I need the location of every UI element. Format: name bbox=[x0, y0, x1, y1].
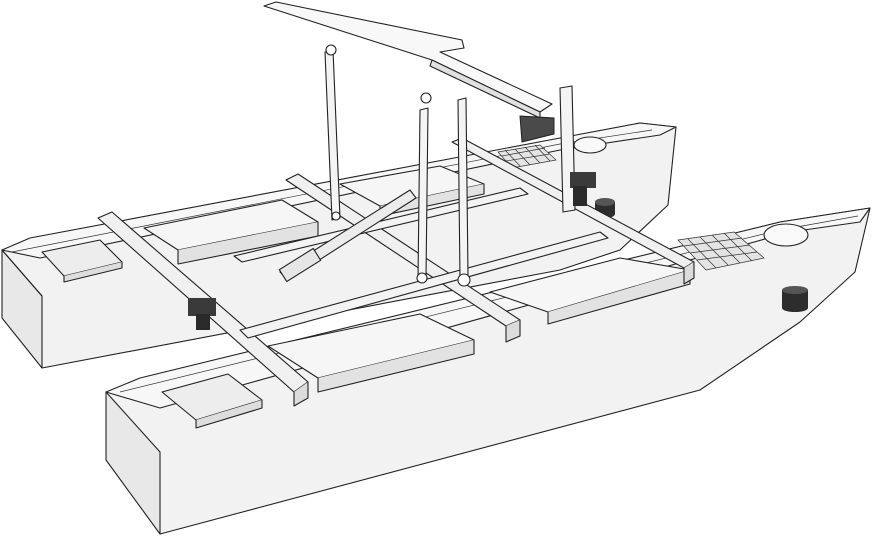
right-mesh-panel bbox=[677, 231, 765, 271]
servo-motor-right bbox=[570, 172, 596, 206]
right-bow-hatch bbox=[763, 223, 809, 247]
deck-plates bbox=[143, 165, 691, 393]
right-sensor-cylinder bbox=[782, 286, 808, 312]
mast-posts bbox=[324, 44, 576, 287]
linear-actuator bbox=[278, 189, 417, 283]
servo-motor-left bbox=[188, 298, 216, 330]
longitudinal-rail-1 bbox=[239, 231, 609, 339]
left-sensor-cylinder bbox=[595, 198, 615, 218]
dark-panel bbox=[519, 115, 555, 143]
top-canopy-plate bbox=[263, 1, 553, 119]
left-bow-hatch bbox=[573, 136, 607, 154]
